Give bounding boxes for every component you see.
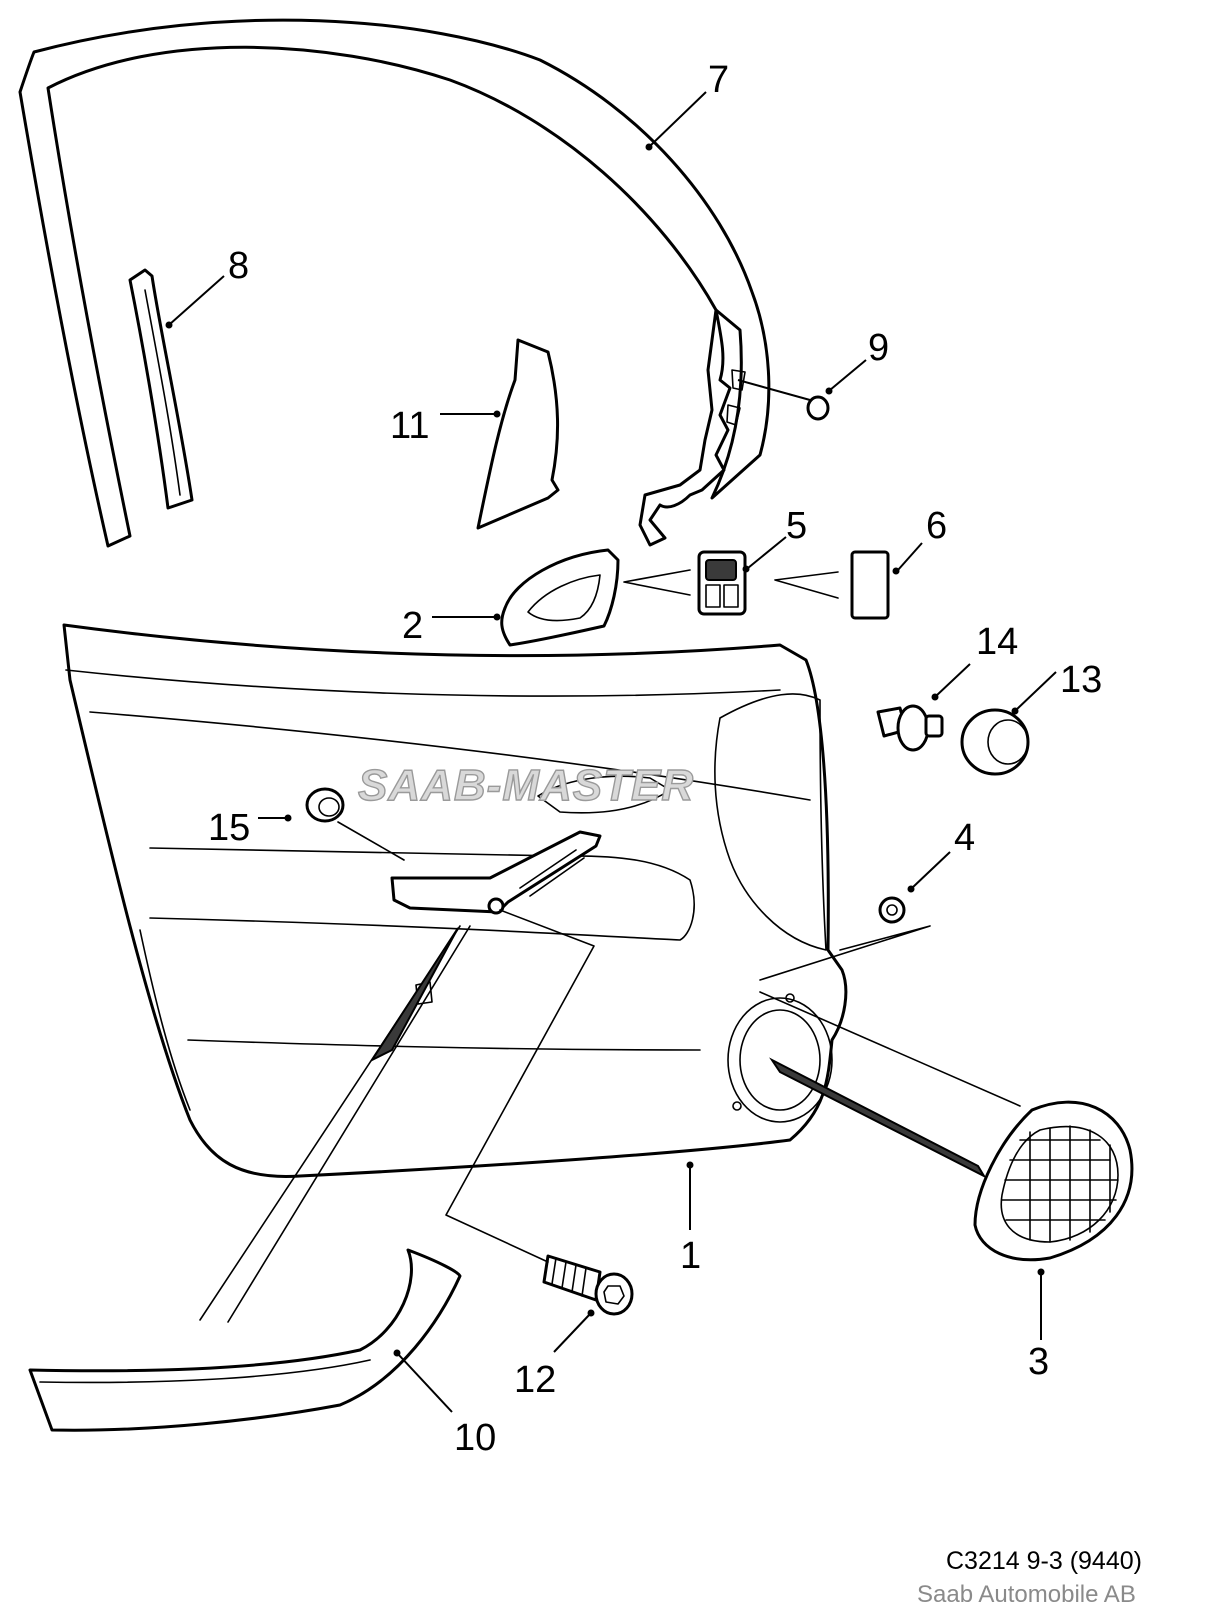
callout-3: 3 bbox=[1028, 1341, 1049, 1383]
assembly-line-switch-cover bbox=[774, 571, 839, 599]
callout-6: 6 bbox=[926, 505, 947, 547]
part-5-window-switch bbox=[697, 550, 747, 616]
speaker-grille-mesh bbox=[1001, 1125, 1119, 1243]
callout-2: 2 bbox=[402, 605, 423, 647]
part-9-clip bbox=[806, 395, 830, 421]
part-8-trim-strip bbox=[128, 268, 194, 510]
assembly-guides bbox=[199, 821, 1021, 1323]
callout-labels: 1 2 3 4 5 6 7 8 9 10 11 12 13 14 15 bbox=[208, 59, 1102, 1459]
callout-15: 15 bbox=[208, 807, 250, 849]
part-6-cover-plate bbox=[850, 550, 890, 620]
diagram-reference-code: C3214 9-3 (9440) bbox=[946, 1547, 1142, 1575]
assembly-line-handle-switch bbox=[623, 569, 691, 596]
callout-10: 10 bbox=[454, 1417, 496, 1459]
publisher-credit: Saab Automobile AB bbox=[917, 1581, 1136, 1608]
leader-lines bbox=[165, 91, 1057, 1413]
callout-4: 4 bbox=[954, 817, 975, 859]
callout-12: 12 bbox=[514, 1359, 556, 1401]
part-15-grommet bbox=[305, 787, 345, 823]
callout-9: 9 bbox=[868, 327, 889, 369]
pull-handle-bracket bbox=[390, 830, 602, 915]
part-12-screw bbox=[542, 1254, 634, 1316]
part-2-inner-handle bbox=[500, 548, 620, 647]
part-11-insulation-pad bbox=[476, 338, 560, 530]
part-4-clip bbox=[878, 896, 906, 924]
watermark-text: SAAB-MASTER bbox=[358, 761, 694, 810]
callout-14: 14 bbox=[976, 621, 1018, 663]
callout-13: 13 bbox=[1060, 659, 1102, 701]
part-14-expansion-clip bbox=[876, 704, 944, 752]
callout-11: 11 bbox=[390, 405, 429, 447]
part-10-lower-trim bbox=[28, 1248, 462, 1432]
callout-1: 1 bbox=[680, 1235, 701, 1277]
part-7-window-frame-trim bbox=[18, 18, 771, 548]
callout-8: 8 bbox=[228, 245, 249, 287]
part-13-bushing bbox=[960, 708, 1030, 776]
callout-7: 7 bbox=[708, 59, 729, 101]
callout-5: 5 bbox=[786, 505, 807, 547]
part-3-speaker-grille bbox=[973, 1100, 1134, 1262]
